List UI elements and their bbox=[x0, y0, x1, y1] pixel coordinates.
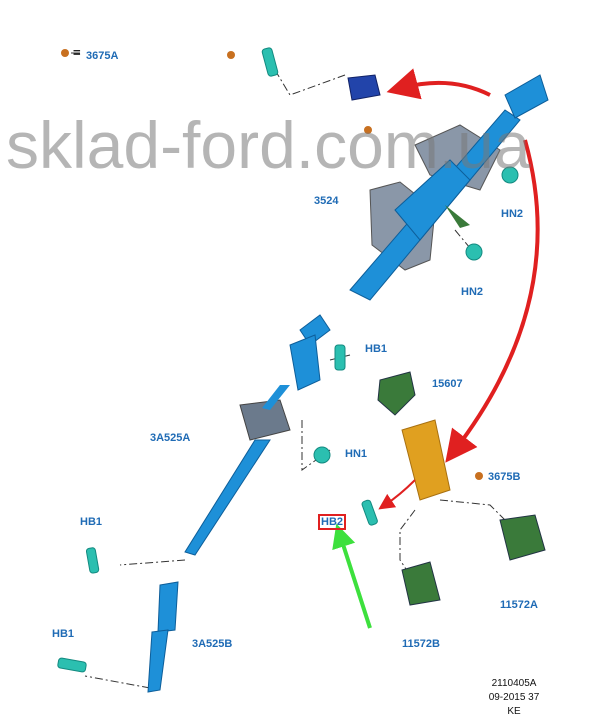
legend-equals: = bbox=[73, 45, 81, 60]
intermediate-shaft-3a525a bbox=[184, 314, 331, 556]
green-arrow bbox=[332, 523, 372, 629]
bracket-15607 bbox=[377, 371, 416, 416]
label-hn2-lower: HN2 bbox=[461, 286, 484, 298]
legend-part-label: 3675A bbox=[86, 50, 119, 62]
label-hb1-mid: HB1 bbox=[365, 343, 388, 355]
lower-shaft-3a525b bbox=[147, 581, 179, 693]
label-3675b: 3675B bbox=[488, 471, 521, 483]
label-hb1-left-lower: HB1 bbox=[52, 628, 75, 640]
red-arrow-curve bbox=[445, 139, 540, 463]
label-11572a: 11572A bbox=[500, 599, 538, 611]
label-3a525a: 3A525A bbox=[150, 432, 191, 444]
label-11572b: 11572B bbox=[402, 638, 440, 650]
label-hn2-upper: HN2 bbox=[501, 208, 524, 220]
fasteners bbox=[57, 47, 519, 673]
label-hb1-left-upper: HB1 bbox=[80, 516, 103, 528]
label-hb2: HB2 bbox=[318, 514, 347, 530]
label-hn1: HN1 bbox=[345, 448, 368, 460]
clip-3675b bbox=[401, 419, 451, 501]
markers-3675a bbox=[61, 49, 483, 480]
steering-column-3524 bbox=[349, 74, 549, 301]
label-3a525b: 3A525B bbox=[192, 638, 233, 650]
red-arrow-small bbox=[378, 479, 416, 510]
leader-lines bbox=[84, 69, 506, 689]
watermark: sklad-ford.com.ua bbox=[6, 108, 531, 182]
ref-line-3: KE bbox=[507, 706, 521, 717]
red-arrow-upper bbox=[386, 68, 491, 100]
label-3524: 3524 bbox=[314, 195, 339, 207]
label-15607: 15607 bbox=[432, 378, 463, 390]
ref-line-1: 2110405A bbox=[491, 678, 537, 689]
ref-line-2: 09-2015 37 bbox=[488, 692, 540, 703]
cover-11572a bbox=[499, 514, 546, 561]
cover-11572b bbox=[401, 561, 441, 606]
bracket-3675a bbox=[347, 74, 381, 101]
